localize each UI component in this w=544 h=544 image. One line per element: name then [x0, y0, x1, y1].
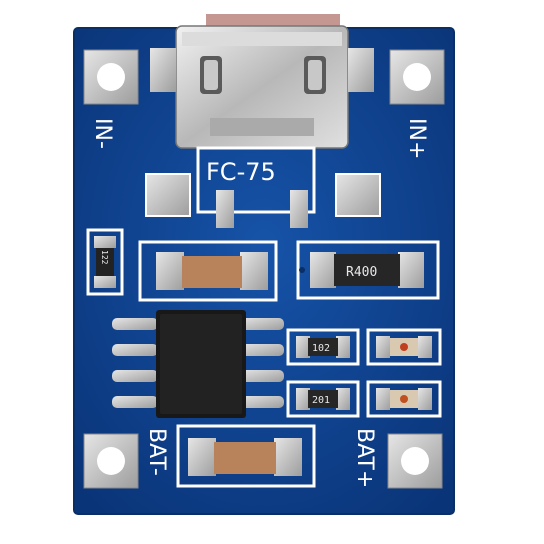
resistor-r400-label: R400 — [346, 265, 377, 280]
connector-label: FC-75 — [206, 158, 276, 186]
resistor-201-label: 201 — [312, 395, 330, 406]
charger-ic — [112, 310, 284, 418]
micro-usb-connector — [150, 14, 374, 149]
resistor-122-label: 122 — [100, 250, 109, 265]
resistor-201: 201 — [286, 380, 360, 418]
label-in-plus: IN+ — [404, 118, 429, 159]
mounting-pad-top-left — [83, 49, 139, 105]
resistor-102: 102 — [286, 328, 360, 366]
resistor-122: 122 — [86, 228, 124, 296]
label-bat-plus: BAT+ — [352, 428, 377, 488]
resistor-102-label: 102 — [312, 343, 330, 354]
mounting-pad-top-right — [389, 49, 445, 105]
resistor-r400: R400 — [296, 240, 440, 300]
mounting-pad-bottom-right — [387, 433, 443, 489]
mounting-pad-bottom-left — [83, 433, 139, 489]
led-blue — [366, 380, 442, 418]
capacitor-top-left — [138, 240, 278, 302]
input-pad-right — [335, 173, 381, 217]
capacitor-bottom — [176, 424, 316, 488]
label-in-minus: IN- — [90, 118, 115, 149]
input-pad-left — [145, 173, 191, 217]
label-bat-minus: BAT- — [144, 428, 169, 476]
led-red — [366, 328, 442, 366]
via — [299, 267, 305, 273]
connector-silkscreen: FC-75 — [196, 146, 316, 228]
